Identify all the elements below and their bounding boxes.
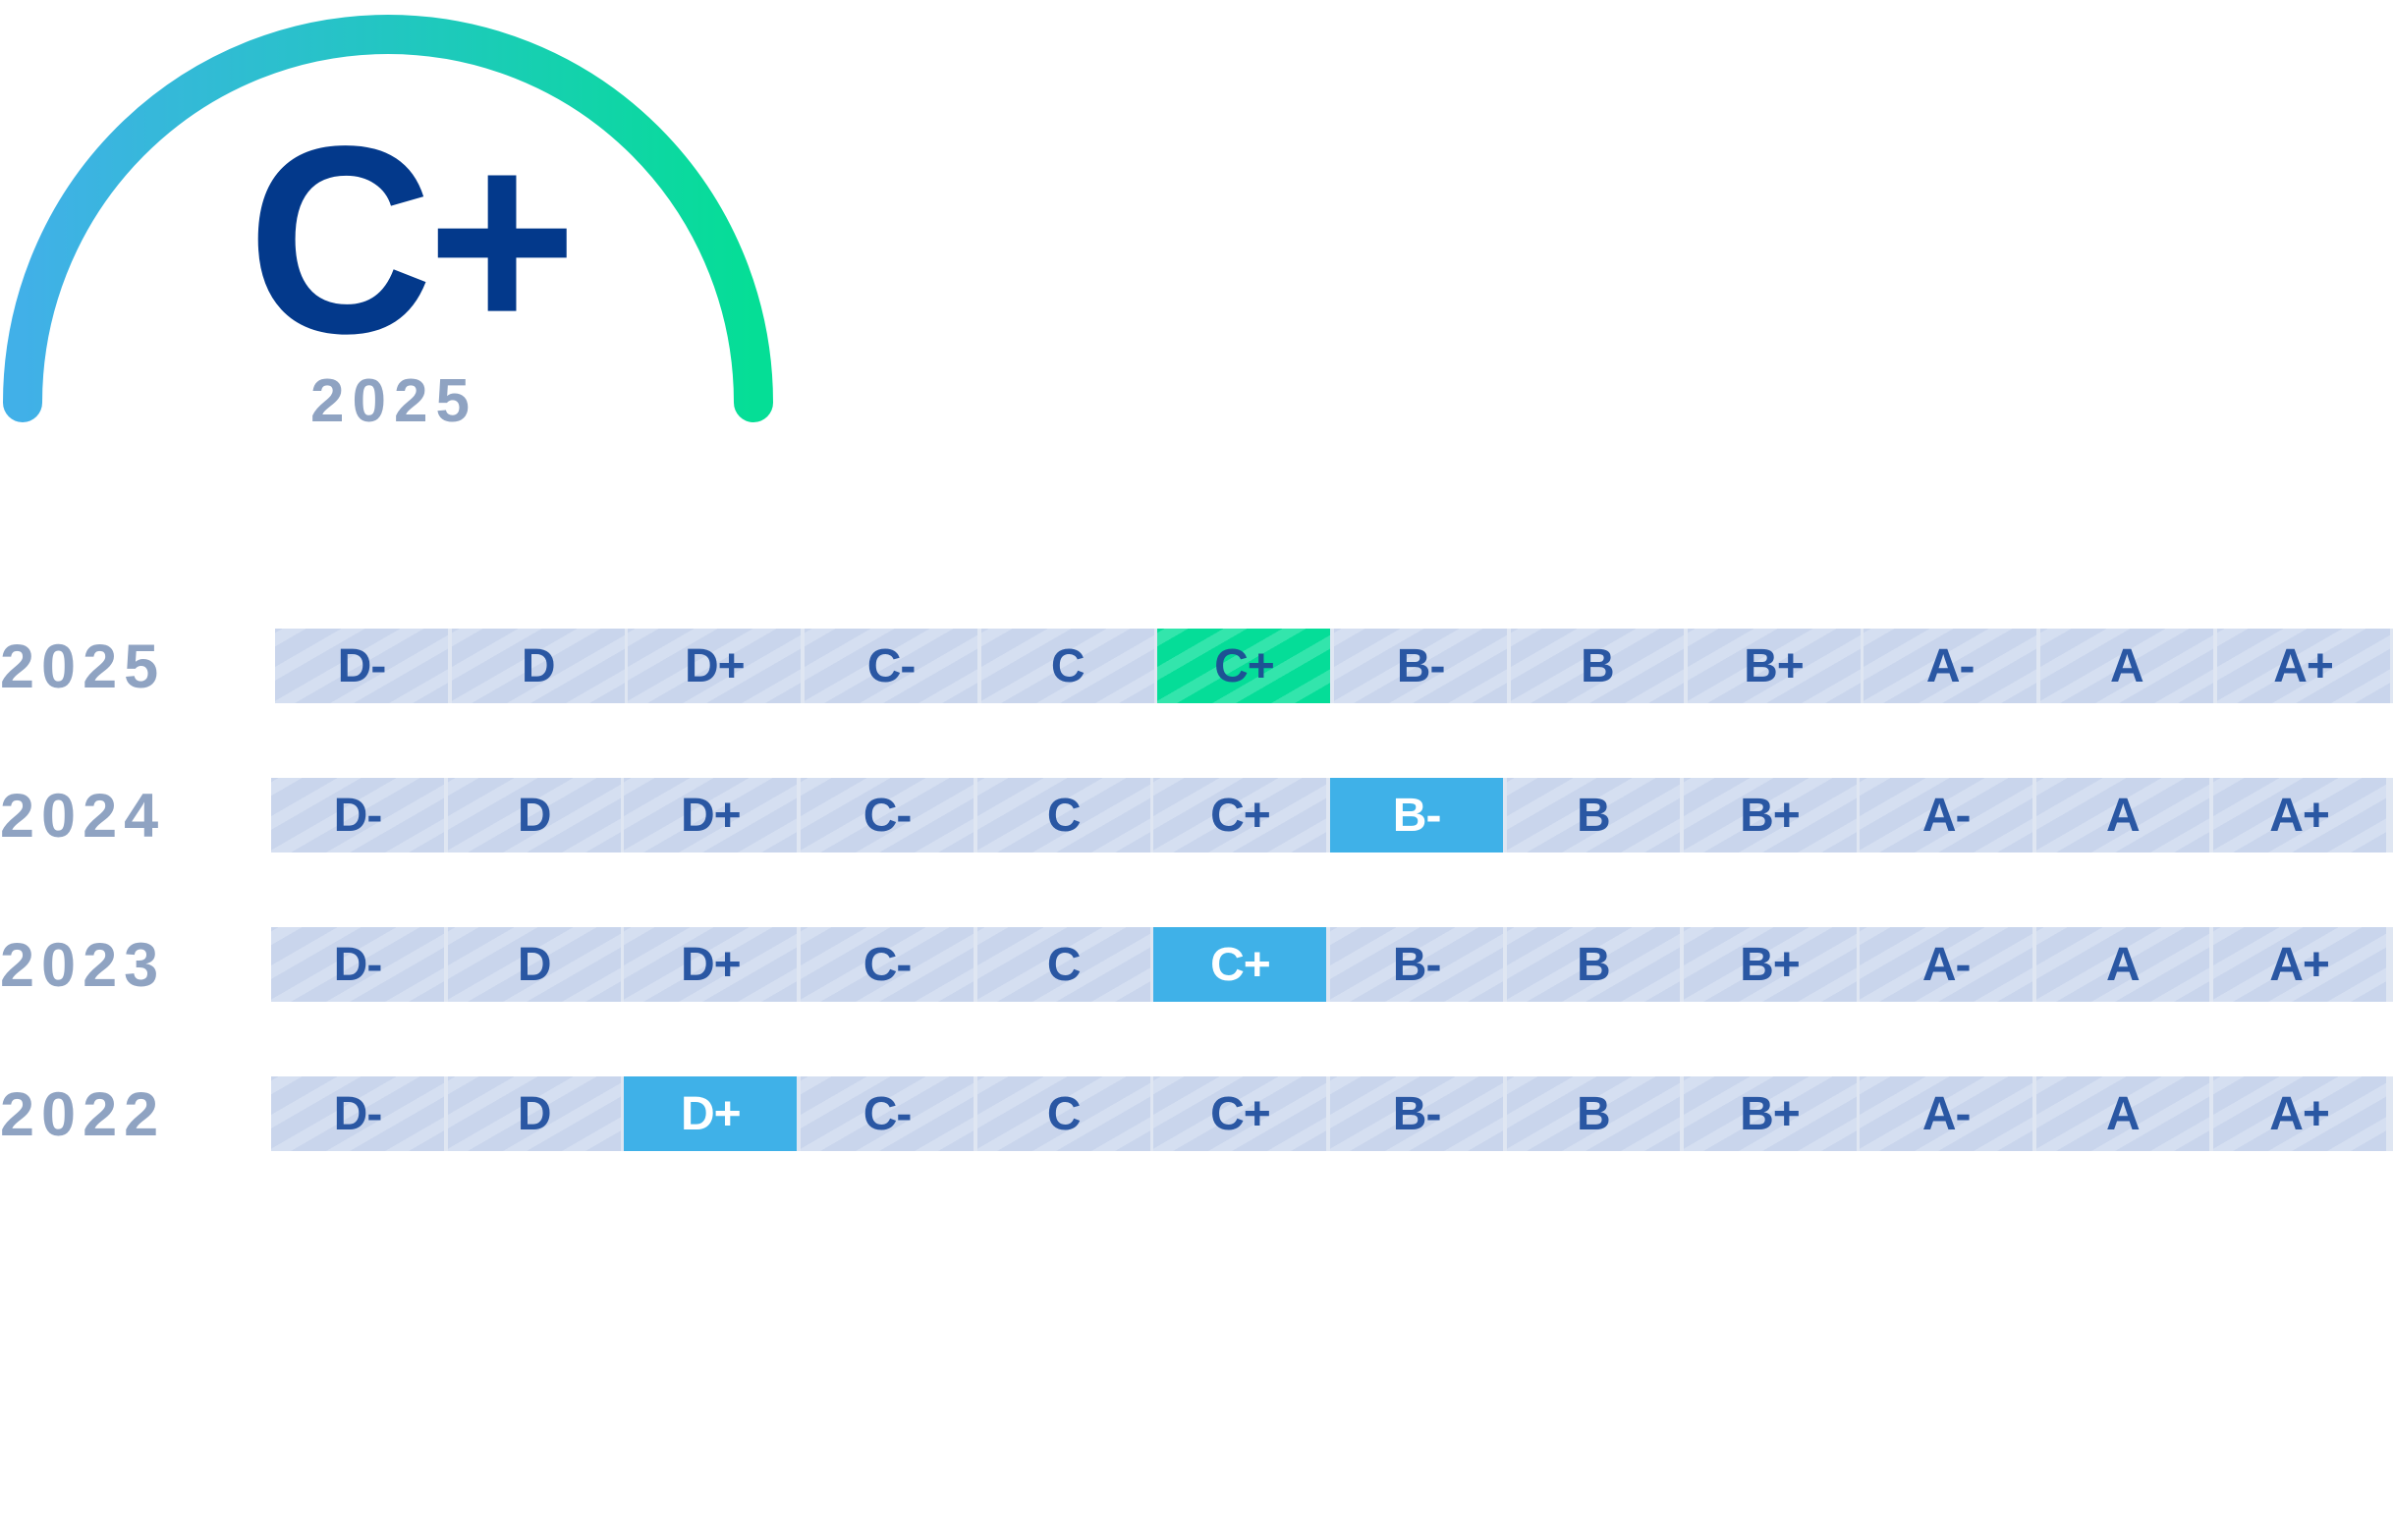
grade-cell: B- [1330,927,1504,1002]
grade-cell: A- [1864,629,2037,703]
grade-cell: D+ [624,927,798,1002]
grade-cell-selected: D+ [624,1076,798,1151]
grade-cell: C+ [1153,1076,1327,1151]
grade-cell: B+ [1687,629,1861,703]
grade-cell: D- [271,927,444,1002]
grade-cell-selected: C+ [1157,629,1331,703]
grade-cell: A- [1860,778,2033,852]
grade-cell: D [447,1076,621,1151]
grade-gauge [3,15,773,422]
row-year-label: 2022 [0,1080,166,1149]
grade-cell: A+ [2212,1076,2386,1151]
gauge-arc [3,15,773,422]
grade-cell: D+ [624,778,798,852]
grade-cell: C- [801,778,974,852]
grade-cell: A- [1860,1076,2033,1151]
grade-cell: A+ [2216,629,2390,703]
grade-cell: C- [801,927,974,1002]
grade-cell: C [976,927,1150,1002]
grade-cell: B- [1330,1076,1504,1151]
grade-cell: B+ [1683,927,1857,1002]
grade-cell-selected: B- [1330,778,1504,852]
grade-cell-selected: C+ [1153,927,1327,1002]
grade-cell: B [1506,778,1680,852]
grade-cell: B [1506,927,1680,1002]
grade-cell: D [447,778,621,852]
grade-cell: D [451,629,625,703]
grade-cell: C- [805,629,978,703]
grade-cell: A [2039,629,2213,703]
grade-cell: A [2035,1076,2209,1151]
grade-cell: A+ [2212,927,2386,1002]
grade-cell: B [1510,629,1684,703]
grade-cell: D- [271,778,444,852]
grade-cell: A [2035,778,2209,852]
current-grade-year: 2025 [310,367,477,435]
current-grade: C+ [248,90,577,389]
grade-cell: A+ [2212,778,2386,852]
grade-cell: C [976,1076,1150,1151]
grade-cell: C+ [1153,778,1327,852]
grade-cell: B+ [1683,1076,1857,1151]
row-year-label: 2023 [0,931,166,1000]
grade-cell: D- [271,1076,444,1151]
grade-cell: B- [1334,629,1508,703]
grade-cell: C [976,778,1150,852]
row-year-label: 2024 [0,782,166,851]
row-year-label: 2025 [0,632,166,701]
grade-cell: A- [1860,927,2033,1002]
grade-cell: B+ [1683,778,1857,852]
grade-cell: A [2035,927,2209,1002]
grade-cell: D- [275,629,448,703]
grade-cell: C- [801,1076,974,1151]
grade-cell: D+ [628,629,802,703]
grade-cell: C [980,629,1154,703]
grade-cell: B [1506,1076,1680,1151]
grade-cell: D [447,927,621,1002]
